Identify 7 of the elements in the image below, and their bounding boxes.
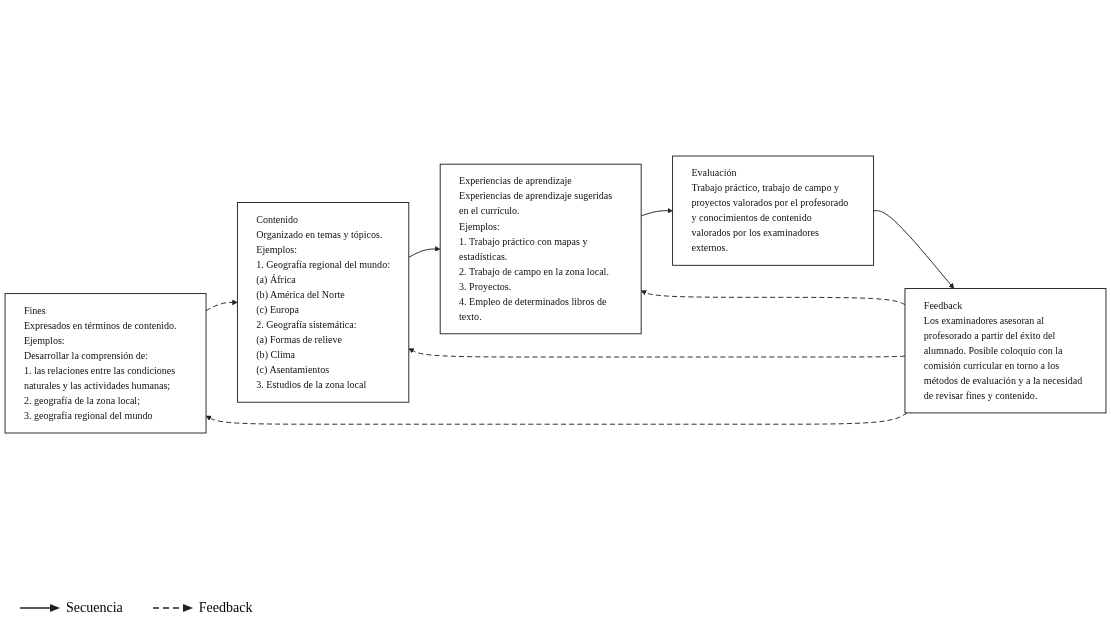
node-box: Fines Expresados en términos de contenido. Ejemplos: Desarrollar la comprensión de: 1. las relaciones entre las condiciones naturales y las actividades humanas; 2. geografía de la zona local; 3. geografía regional del mundo (4, 293, 207, 434)
legend-label: Secuencia (66, 600, 123, 616)
node-box: Feedback Los examinadores asesoran al profesorado a partir del éxito del alumnado. Posible coloquio con la comisión curricular en torno a los métodos de evaluación y a la necesidad de revisar fines y contenido. (904, 288, 1107, 414)
node-box: Contenido Organizado en temas y tópicos. Ejemplos: 1. Geografía regional del mundo: (a) África (b) América del Norte (c) Europa 2. Geografía sistemática: (a) Formas de relieve (b) Clima (c) Asentamientos 3. Estudios de la zona local (236, 202, 410, 404)
node-box: Experiencias de aprendizaje Experiencias de aprendizaje sugeridas en el currículo. Ejemplos: 1. Trabajo práctico con mapas y estadísticas. 2. Trabajo de campo en la zona local. 3. Proyectos. 4. Empleo de determinados libros de texto. (439, 164, 642, 335)
legend-label: Feedback (198, 600, 253, 616)
node-box: Evaluación Trabajo práctico, trabajo de campo y proyectos valorados por el profesorado y conocimientos de contenido valorados por los examinadores externos. (672, 156, 875, 267)
